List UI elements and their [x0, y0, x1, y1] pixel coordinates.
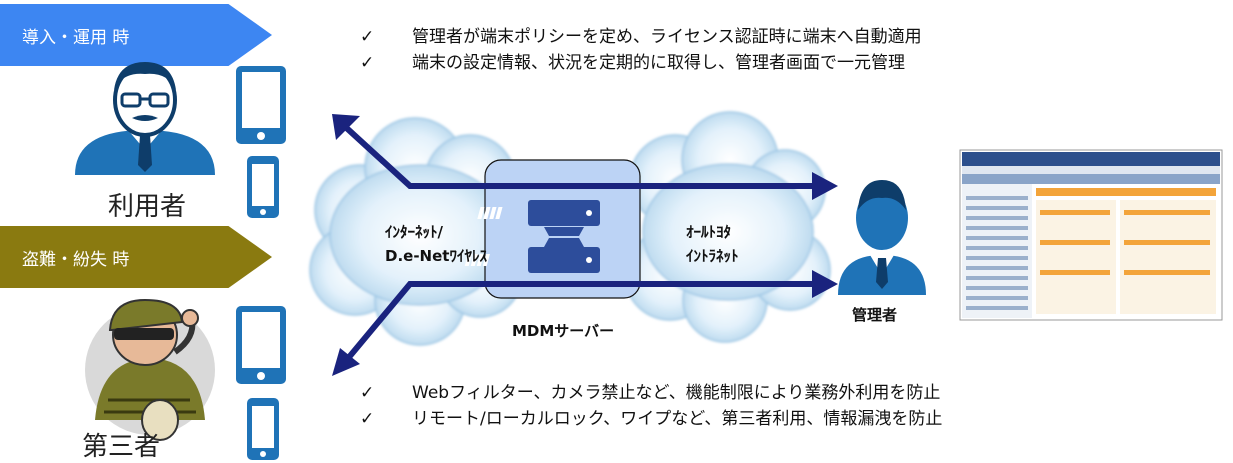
deploy-arrowhead-left [332, 114, 360, 140]
check-icon: ✓ [360, 53, 375, 73]
theft-bullet-2-text: リモート/ローカルロック、ワイプなど、第三者利用、情報漏洩を防止 [412, 409, 943, 429]
server-label: MDMサーバー [512, 322, 615, 340]
deploy-bullet-2: ✓ 端末の設定情報、状況を定期的に取得し、管理者画面で一元管理 [360, 50, 922, 76]
admin-avatar [838, 180, 926, 295]
intranet-cloud-label: ｵｰﾙﾄﾖﾀ ｲﾝﾄﾗﾈｯﾄ [686, 220, 739, 268]
theft-arrowhead-left [332, 348, 360, 376]
deploy-arrow [337, 119, 820, 189]
deploy-bullet-list: ✓ 管理者が端末ポリシーを定め、ライセンス認証時に端末へ自動適用 ✓ 端末の設定… [360, 24, 922, 76]
theft-bullet-1-text: Webフィルター、カメラ禁止など、機能制限により業務外利用を防止 [412, 383, 941, 403]
flow-arrows [337, 119, 820, 370]
theft-banner: 盗難・紛失 時 [0, 226, 272, 288]
user-tablet-icon [236, 66, 286, 144]
check-icon: ✓ [360, 383, 375, 403]
internet-cloud-line1: ｲﾝﾀｰﾈｯﾄ/ [385, 223, 443, 241]
deploy-banner: 導入・運用 時 [0, 4, 272, 66]
mdm-server [464, 159, 641, 299]
theft-bullet-list: ✓ Webフィルター、カメラ禁止など、機能制限により業務外利用を防止 ✓ リモー… [360, 380, 942, 432]
intranet-cloud-line2: ｲﾝﾄﾗﾈｯﾄ [686, 247, 739, 265]
deploy-bullet-1: ✓ 管理者が端末ポリシーを定め、ライセンス認証時に端末へ自動適用 [360, 24, 922, 50]
admin-console-screenshot [959, 149, 1223, 321]
theft-arrowhead-right [812, 270, 838, 298]
theft-bullet-2: ✓ リモート/ローカルロック、ワイプなど、第三者利用、情報漏洩を防止 [360, 406, 942, 432]
arrow-heads [332, 114, 838, 376]
check-icon: ✓ [360, 409, 375, 429]
user-label: 利用者 [108, 192, 187, 222]
deploy-bullet-2-text: 端末の設定情報、状況を定期的に取得し、管理者画面で一元管理 [412, 53, 905, 73]
user-phone-icon [247, 156, 279, 218]
user-avatar [75, 62, 215, 175]
theft-arrow [337, 281, 820, 370]
internet-cloud [309, 117, 523, 346]
admin-label: 管理者 [852, 306, 898, 324]
intranet-cloud-line1: ｵｰﾙﾄﾖﾀ [686, 223, 732, 241]
check-icon: ✓ [360, 27, 375, 47]
theft-bullet-1: ✓ Webフィルター、カメラ禁止など、機能制限により業務外利用を防止 [360, 380, 942, 406]
theft-banner-label: 盗難・紛失 時 [22, 249, 130, 270]
internet-cloud-label: ｲﾝﾀｰﾈｯﾄ/ D.e-Netﾜｲﾔﾚｽ [385, 220, 487, 268]
thief-tablet-icon [236, 306, 286, 384]
thief-phone-icon [247, 398, 279, 460]
internet-cloud-line2: D.e-Netﾜｲﾔﾚｽ [385, 247, 487, 265]
third-party-label: 第三者 [82, 432, 161, 462]
deploy-banner-label: 導入・運用 時 [22, 27, 130, 48]
deploy-arrowhead-right [812, 172, 838, 200]
thief-illustration [85, 298, 215, 441]
intranet-cloud [624, 111, 831, 343]
deploy-bullet-1-text: 管理者が端末ポリシーを定め、ライセンス認証時に端末へ自動適用 [412, 27, 922, 47]
